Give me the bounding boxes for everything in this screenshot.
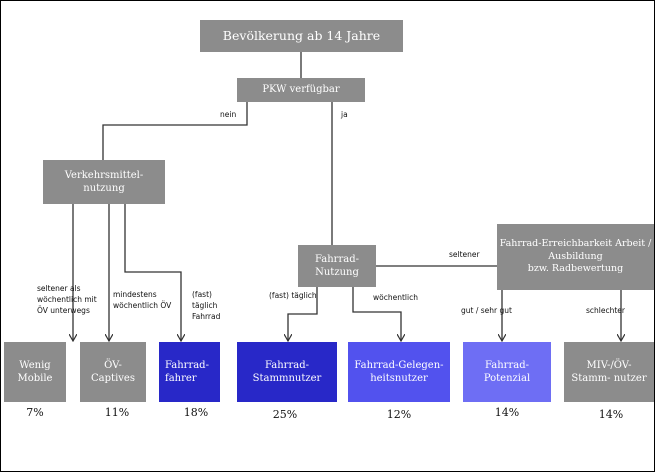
- edge-gelegenheit: [352, 287, 401, 341]
- percent-fahrradfahrer: 18%: [183, 406, 209, 419]
- label-mindestens: mindestens wöchentlich ÖV: [113, 290, 172, 310]
- edge-nein: [102, 102, 248, 160]
- node-fahrrad-erreichbarkeit: Fahrrad-Erreichbarkeit Arbeit / Ausbildu…: [497, 224, 654, 290]
- percent-fahrrad-stammnutzer: 25%: [272, 408, 298, 421]
- label-nein: nein: [220, 110, 237, 119]
- segment-fahrrad-potenzial: Fahrrad-Potenzial: [463, 342, 551, 402]
- edge-fahrradfahrer: [124, 204, 181, 341]
- segment-fahrradfahrer: Fahrrad-fahrer: [159, 342, 220, 402]
- node-root: Bevölkerung ab 14 Jahre: [200, 20, 403, 52]
- label-woechentlich: wöchentlich: [373, 293, 418, 302]
- edge-stammnutzer: [288, 287, 318, 341]
- percent-wenig-mobile: 7%: [26, 406, 44, 419]
- label-seltener: seltener: [449, 250, 480, 259]
- label-ja: ja: [341, 110, 348, 119]
- segment-miv-oev-stammnutzer: MIV-/ÖV-Stamm- nutzer: [564, 342, 654, 402]
- label-fast-taeglich-fahrrad: (fast) täglich Fahrrad: [192, 290, 221, 321]
- segment-oev-captives: ÖV-Captives: [80, 342, 146, 402]
- percent-oev-captives: 11%: [104, 406, 130, 419]
- node-verkehrsmittelnutzung: Verkehrsmittel- nutzung: [43, 160, 165, 204]
- segment-fahrrad-stammnutzer: Fahrrad-Stammnutzer: [237, 342, 337, 402]
- label-seltener-als: seltener als wöchentlich mit ÖV unterweg…: [37, 284, 97, 315]
- label-gut: gut / sehr gut: [461, 306, 512, 315]
- percent-miv-oev-stammnutzer: 14%: [598, 408, 624, 421]
- node-pkw: PKW verfügbar: [237, 78, 365, 102]
- label-fast-taeglich: (fast) täglich: [269, 291, 317, 300]
- label-schlechter: schlechter: [586, 306, 625, 315]
- node-fahrrad-nutzung: Fahrrad- Nutzung: [298, 245, 376, 287]
- percent-fahrrad-gelegenheitsnutzer: 12%: [386, 408, 412, 421]
- percent-fahrrad-potenzial: 14%: [494, 406, 520, 419]
- segment-fahrrad-gelegenheitsnutzer: Fahrrad-Gelegen-heitsnutzer: [348, 342, 450, 402]
